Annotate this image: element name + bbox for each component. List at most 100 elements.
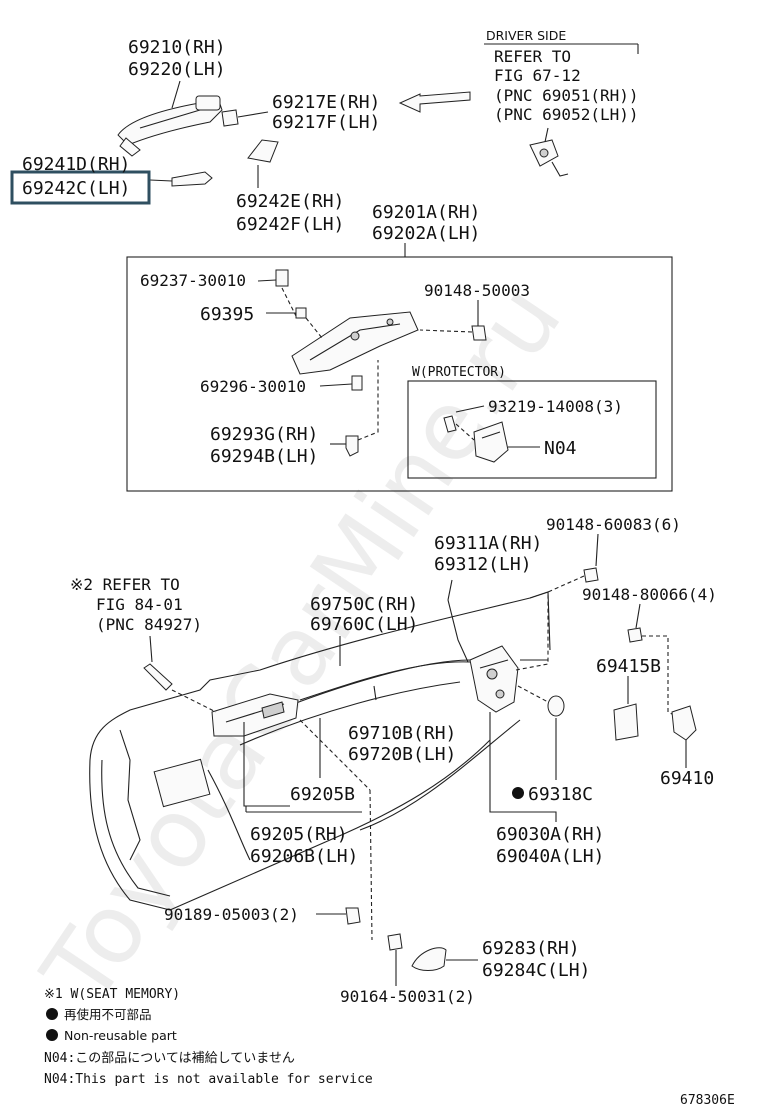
outside-handle-shape: [117, 95, 223, 157]
legend-nonreusable-en: Non-reusable part: [64, 1028, 177, 1043]
label-69030A: 69030A(RH): [496, 824, 604, 845]
label-69201A: 69201A(RH): [372, 202, 480, 223]
door-lock-assembly-shape: [469, 645, 519, 713]
leader-69237: [257, 279, 277, 282]
protector-shape: [473, 421, 509, 463]
cable-69750-shape: [299, 661, 471, 701]
label-69242E: 69242E(RH): [236, 191, 344, 212]
label-90189: 90189-05003(2): [164, 905, 299, 924]
label-69760C: 69760C(LH): [310, 614, 418, 635]
label-90164: 90164-50031(2): [340, 987, 475, 1006]
label-90148-80066: 90148-80066(4): [582, 585, 717, 604]
label-69210: 69210(RH): [128, 37, 226, 58]
label-69312: 69312(LH): [434, 554, 532, 575]
leader-90148-80066: [635, 603, 641, 629]
figure-id: 678306E: [680, 1093, 735, 1108]
label-69237: 69237-30010: [140, 271, 246, 290]
label-69205B: 69205B: [290, 784, 355, 805]
label-69318C: 69318C: [528, 784, 593, 805]
leader-cylinder: [544, 127, 549, 143]
striker-69410-shape: [671, 705, 697, 741]
dash-69293: [357, 360, 379, 441]
handle-cap-shape: [171, 171, 213, 187]
leader-69210: [171, 80, 181, 109]
door-panel-shape: [89, 591, 551, 911]
label-refer-fig: FIG 67-12: [494, 66, 581, 85]
label-69205: 69205(RH): [250, 824, 348, 845]
label-69241D: 69241D(RH): [22, 154, 130, 175]
leader-69710: [373, 685, 377, 701]
dash-84927: [171, 689, 217, 713]
bracket-69293-shape: [345, 435, 359, 457]
label-refer-84-title: ※2 REFER TO: [70, 575, 180, 594]
screw-90164-shape: [387, 933, 403, 951]
legend-note-1: ※1 W(SEAT MEMORY): [44, 987, 180, 1002]
label-69202A: 69202A(LH): [372, 223, 480, 244]
highlight-box: [10, 170, 151, 205]
frame-assembly-box: [126, 256, 673, 492]
label-69242F: 69242F(LH): [236, 214, 344, 235]
label-69311A: 69311A(RH): [434, 533, 542, 554]
label-90148-50003: 90148-50003: [424, 281, 530, 300]
label-69040A: 69040A(LH): [496, 846, 604, 867]
label-69395: 69395: [200, 304, 254, 325]
label-69415B: 69415B: [596, 656, 661, 677]
label-69220: 69220(LH): [128, 59, 226, 80]
leader-69296: [319, 383, 353, 387]
label-69206B: 69206B(LH): [250, 846, 358, 867]
label-protector-box: W(PROTECTOR): [412, 365, 506, 380]
label-69410: 69410: [660, 768, 714, 789]
label-69242C: 69242C(LH): [22, 178, 130, 199]
screw-69296-shape: [351, 375, 363, 391]
leader-69311: [447, 579, 453, 601]
leader-69217: [237, 111, 269, 118]
label-pnc-lh: (PNC 69052(LH)): [494, 105, 639, 124]
label-refer-84-fig: FIG 84-01: [96, 595, 183, 614]
leader-69205B: [243, 722, 290, 807]
label-69217F: 69217F(LH): [272, 112, 380, 133]
bolt-90148-shape: [471, 325, 487, 341]
label-69710B: 69710B(RH): [348, 723, 456, 744]
label-69750C: 69750C(RH): [310, 594, 418, 615]
dash-90148-60083: [515, 575, 585, 671]
clip-69237-shape: [275, 269, 289, 287]
leader-93219: [455, 405, 485, 413]
dash-90148-50003: [419, 329, 473, 333]
dash-69237: [281, 287, 297, 317]
seat-memory-switch-shape: [143, 663, 173, 691]
dash-panel: [299, 719, 371, 791]
direction-arrow-icon: [398, 91, 471, 113]
label-69284C: 69284C(LH): [482, 960, 590, 981]
label-90148-60083: 90148-60083(6): [546, 515, 681, 534]
grommet-69318-shape: [547, 695, 565, 717]
handle-pad-shape: [221, 109, 239, 127]
label-69293G: 69293G(RH): [210, 424, 318, 445]
handle-cover-69283-shape: [411, 947, 447, 971]
legend-n04-jp: N04:この部品については補給していません: [44, 1051, 295, 1066]
pad-69395-shape: [295, 307, 307, 319]
legend-dot-icon-jp: [46, 1008, 58, 1020]
rod-69311-shape: [447, 599, 469, 663]
key-cylinder-shape: [529, 139, 569, 177]
label-refer-to: REFER TO: [494, 47, 571, 66]
handle-cover-shape: [247, 139, 279, 163]
legend-nonreusable-jp: 再使用不可部品: [64, 1007, 152, 1022]
protector-box: [407, 380, 657, 479]
label-69294B: 69294B(LH): [210, 446, 318, 467]
label-refer-84-pnc: (PNC 84927): [96, 615, 202, 634]
leader-84927: [149, 635, 153, 663]
label-pnc-rh: (PNC 69051(RH)): [494, 86, 639, 105]
dash-69318: [517, 685, 549, 703]
label-93219: 93219-14008(3): [488, 397, 623, 416]
leader-69030: [489, 712, 557, 822]
dash-69395: [305, 317, 323, 339]
label-N04: N04: [544, 438, 577, 459]
label-driver-side: DRIVER SIDE: [486, 28, 566, 43]
shim-69415-shape: [613, 703, 639, 741]
bolt-90148-80066-shape: [627, 627, 643, 643]
legend-n04-en: N04:This part is not available for servi…: [44, 1072, 373, 1087]
inside-handle-shape: [211, 693, 299, 737]
legend-dot-icon-en: [46, 1029, 58, 1041]
